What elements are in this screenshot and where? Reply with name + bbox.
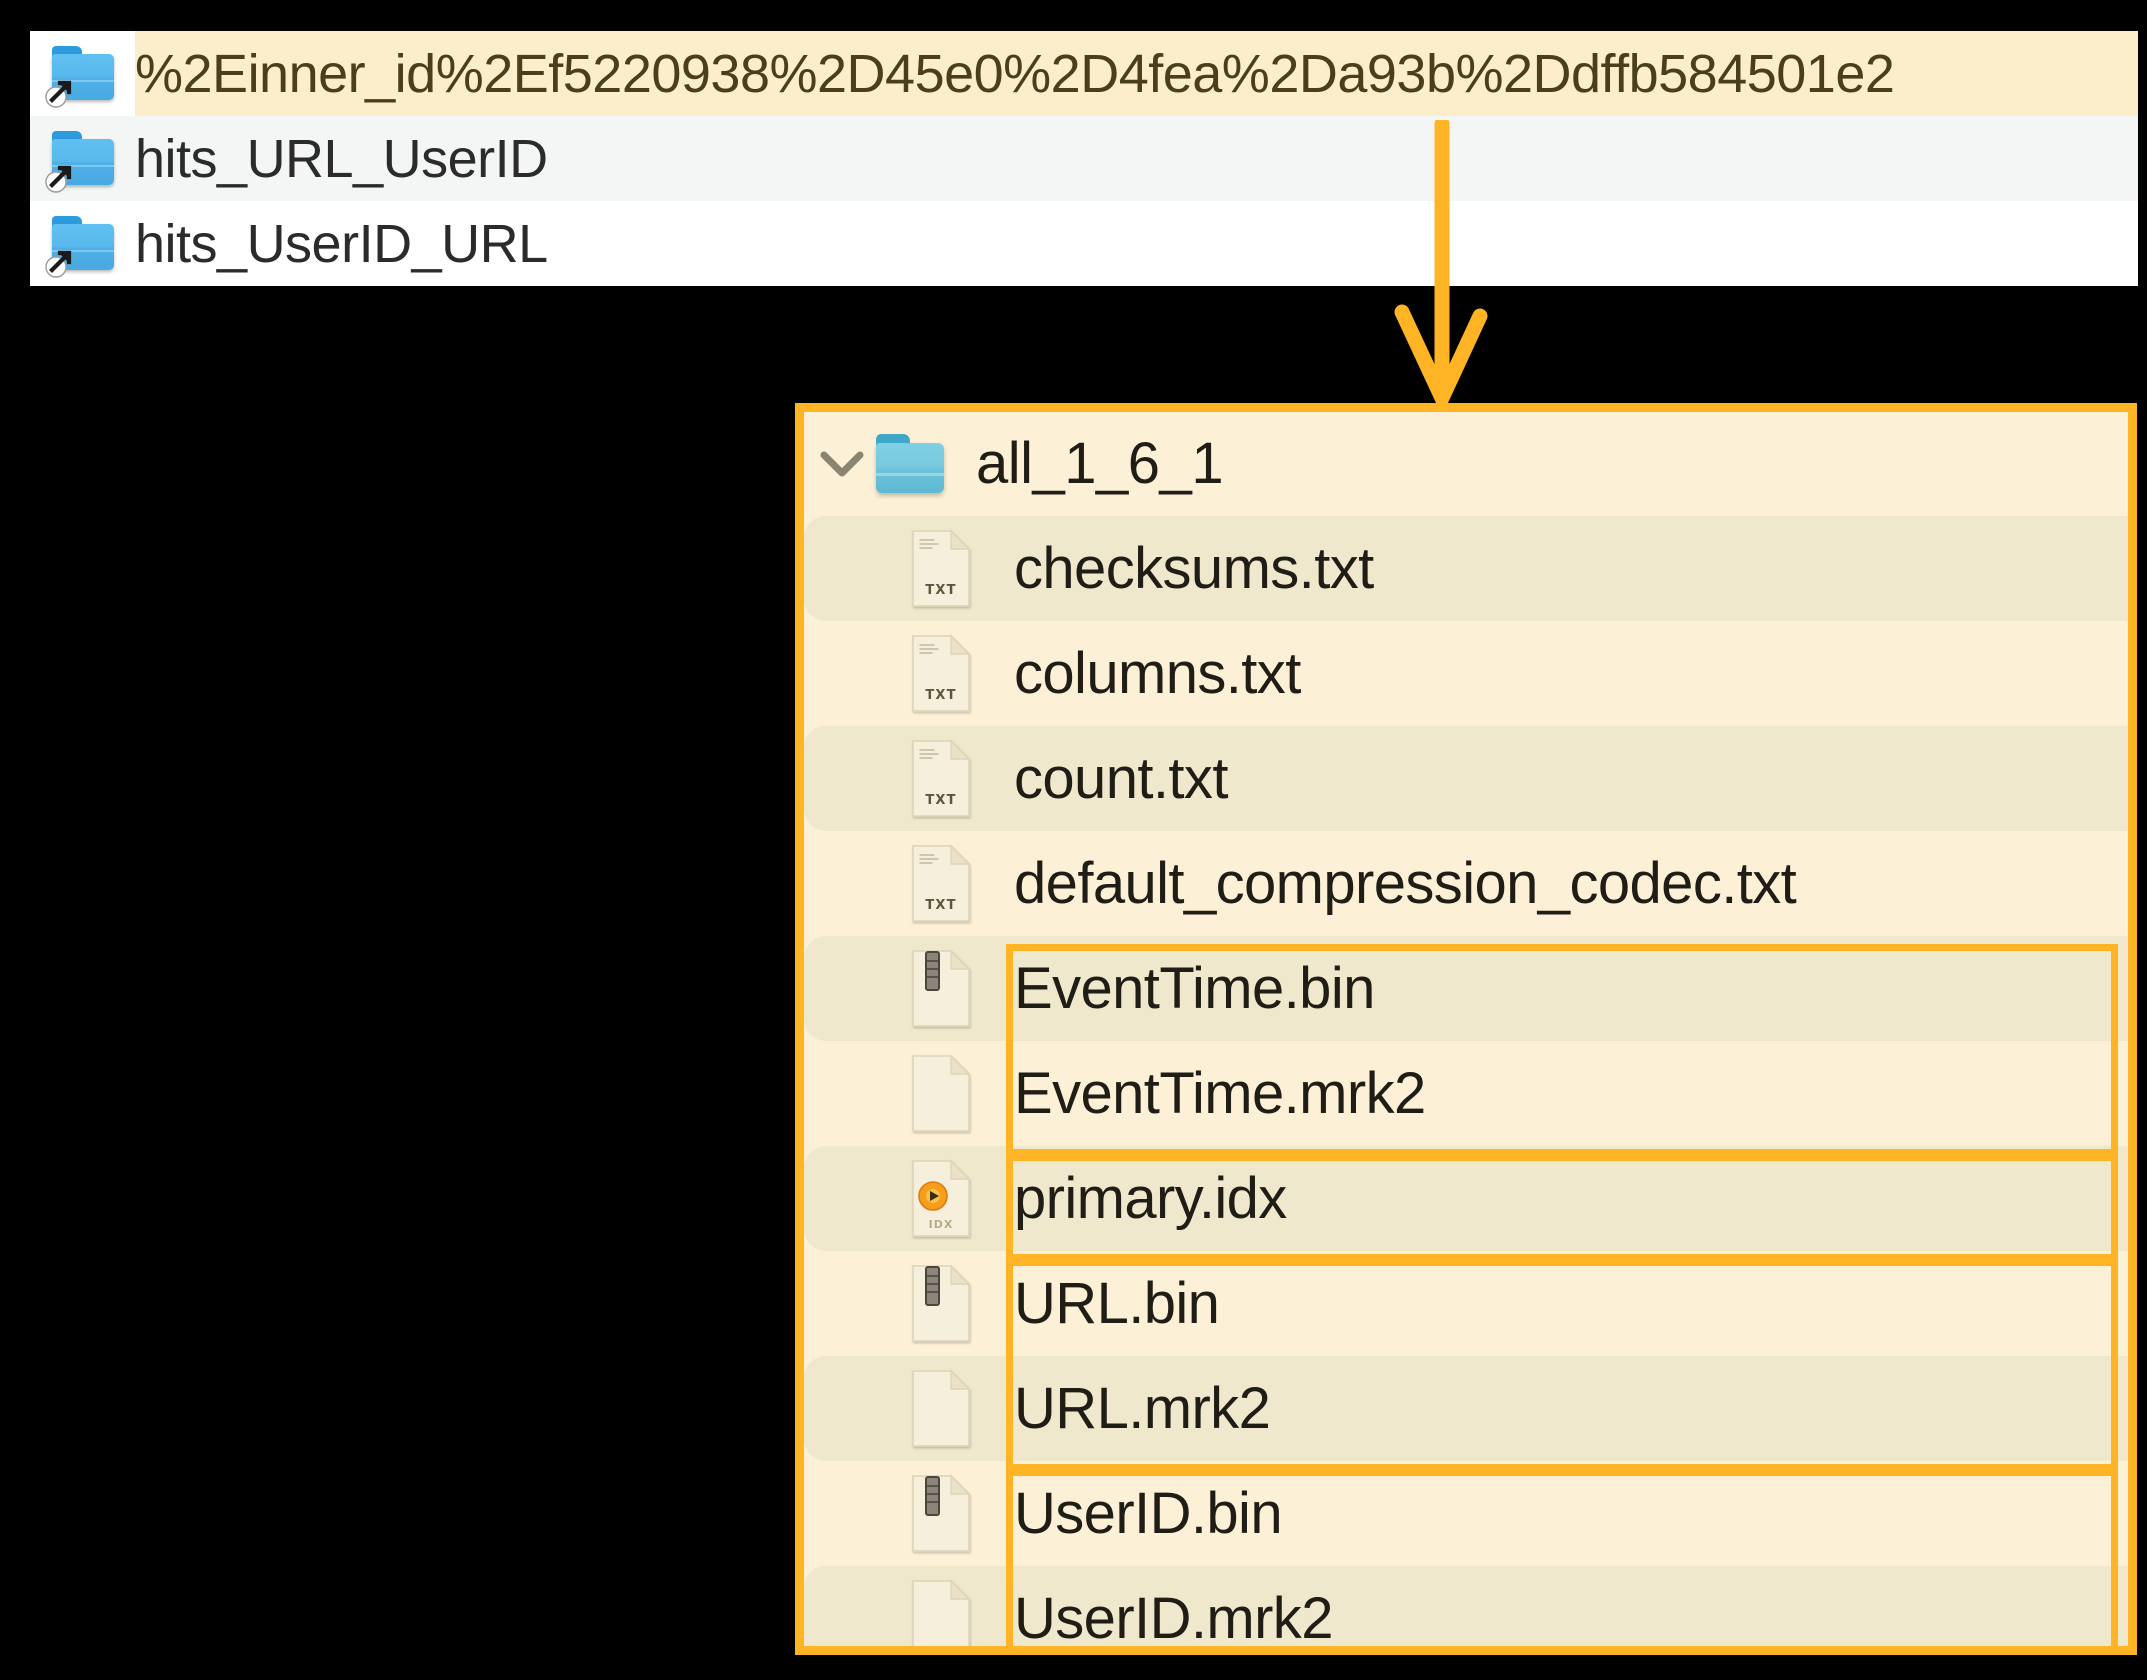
directory-name: all_1_6_1 xyxy=(976,431,1224,496)
bin-file-icon xyxy=(908,948,974,1030)
folder-icon xyxy=(874,434,946,494)
svg-text:TXT: TXT xyxy=(925,583,956,598)
file-name: URL.mrk2 xyxy=(1014,1375,1271,1441)
svg-text:TXT: TXT xyxy=(925,898,956,913)
file-name: primary.idx xyxy=(1014,1165,1287,1231)
symlink-label: hits_UserID_URL xyxy=(135,213,548,274)
symlink-label-wrap: hits_URL_UserID xyxy=(135,116,2138,201)
symlink-icon-cell xyxy=(30,116,135,201)
idx-file-icon: IDX xyxy=(908,1158,974,1240)
symlink-icon-cell xyxy=(30,201,135,286)
symlink-folder-list: %2Einner_id%2Ef5220938%2D45e0%2D4fea%2Da… xyxy=(30,31,2138,286)
folder-symlink-icon xyxy=(44,130,116,193)
file-row[interactable]: EventTime.bin xyxy=(804,936,2128,1041)
symlink-row[interactable]: hits_URL_UserID xyxy=(30,116,2138,201)
symlink-icon-cell xyxy=(30,31,135,116)
symlink-label: hits_URL_UserID xyxy=(135,128,548,189)
file-name: columns.txt xyxy=(1014,640,1301,706)
symlink-row[interactable]: hits_UserID_URL xyxy=(30,201,2138,286)
txt-file-icon: TXT xyxy=(908,738,974,820)
file-name: URL.bin xyxy=(1014,1270,1220,1336)
folder-symlink-icon xyxy=(44,45,116,108)
symlink-label-wrap: hits_UserID_URL xyxy=(135,201,2138,286)
blank-file-icon xyxy=(908,1368,974,1450)
file-row[interactable]: TXT columns.txt xyxy=(804,621,2128,726)
txt-file-icon: TXT xyxy=(908,633,974,715)
svg-text:TXT: TXT xyxy=(925,793,956,808)
file-name: EventTime.bin xyxy=(1014,955,1375,1021)
file-name: EventTime.mrk2 xyxy=(1014,1060,1426,1126)
txt-file-icon: TXT xyxy=(908,843,974,925)
file-name: checksums.txt xyxy=(1014,535,1374,601)
bin-file-icon xyxy=(908,1473,974,1555)
symlink-label: %2Einner_id%2Ef5220938%2D45e0%2D4fea%2Da… xyxy=(135,43,1895,104)
symlink-row[interactable]: %2Einner_id%2Ef5220938%2D45e0%2D4fea%2Da… xyxy=(30,31,2138,116)
file-row[interactable]: TXT default_compression_codec.txt xyxy=(804,831,2128,936)
txt-file-icon: TXT xyxy=(908,528,974,610)
svg-text:IDX: IDX xyxy=(929,1218,954,1231)
file-row[interactable]: URL.bin xyxy=(804,1251,2128,1356)
file-name: UserID.mrk2 xyxy=(1014,1585,1333,1651)
symlink-label-wrap: %2Einner_id%2Ef5220938%2D45e0%2D4fea%2Da… xyxy=(135,31,2138,116)
file-row[interactable]: UserID.bin xyxy=(804,1461,2128,1566)
blank-file-icon xyxy=(908,1053,974,1135)
directory-row-all_1_6_1[interactable]: all_1_6_1 xyxy=(804,412,2128,516)
file-row[interactable]: URL.mrk2 xyxy=(804,1356,2128,1461)
file-row[interactable]: TXT checksums.txt xyxy=(804,516,2128,621)
file-row[interactable]: EventTime.mrk2 xyxy=(804,1041,2128,1146)
folder-symlink-icon xyxy=(44,215,116,278)
file-name: count.txt xyxy=(1014,745,1228,811)
bin-file-icon xyxy=(908,1263,974,1345)
file-row[interactable]: TXT count.txt xyxy=(804,726,2128,831)
file-name: UserID.bin xyxy=(1014,1480,1283,1546)
file-name: default_compression_codec.txt xyxy=(1014,850,1797,916)
svg-text:TXT: TXT xyxy=(925,688,956,703)
file-row[interactable]: IDX primary.idx xyxy=(804,1146,2128,1251)
file-row[interactable]: UserID.mrk2 xyxy=(804,1566,2128,1651)
chevron-down-icon[interactable] xyxy=(814,449,870,479)
blank-file-icon xyxy=(908,1578,974,1646)
